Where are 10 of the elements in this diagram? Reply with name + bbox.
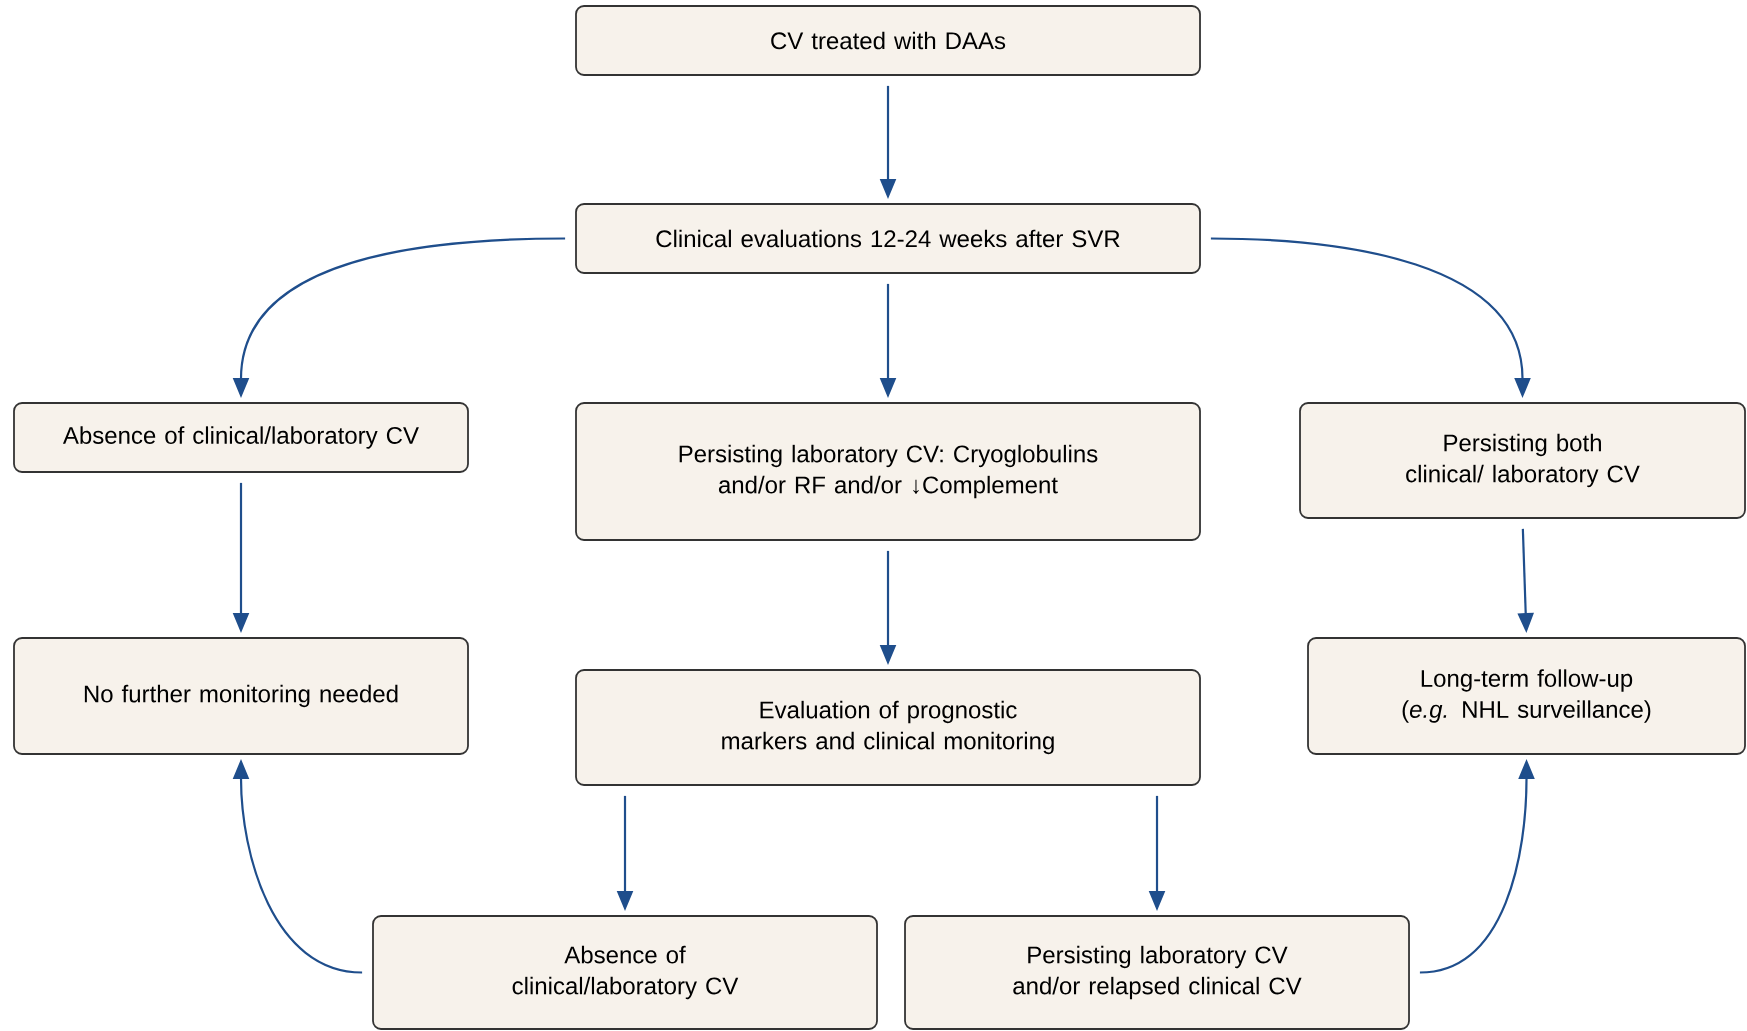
process-box: CV treated with DAAs xyxy=(575,5,1201,76)
process-box: Absence of clinical/laboratory CV xyxy=(372,915,878,1030)
process-box: Absence of clinical/laboratory CV xyxy=(13,402,469,473)
process-box: Persisting laboratory CV: Cryoglobulins and/or RF and/or ↓Complement xyxy=(575,402,1201,541)
process-box: Persisting laboratory CV and/or relapsed clinical CV xyxy=(904,915,1410,1030)
process-box: No further monitoring needed xyxy=(13,637,469,755)
process-box: Long-term follow-up (e.g. NHL surveillance) xyxy=(1307,637,1746,755)
process-box: Clinical evaluations 12-24 weeks after SVR xyxy=(575,203,1201,274)
process-box: Evaluation of prognostic markers and clinical monitoring xyxy=(575,669,1201,786)
process-box: Persisting both clinical/ laboratory CV xyxy=(1299,402,1746,519)
